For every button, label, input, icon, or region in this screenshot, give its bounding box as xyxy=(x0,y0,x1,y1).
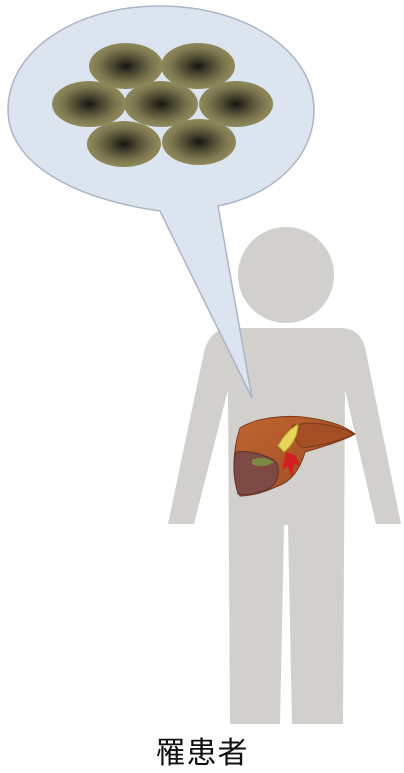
cell xyxy=(52,81,126,127)
person-body xyxy=(168,328,401,724)
person-head xyxy=(238,227,334,323)
cell xyxy=(87,121,161,167)
caption-patient: 罹患者 xyxy=(0,728,404,772)
cell xyxy=(124,81,198,127)
cell xyxy=(162,119,236,165)
